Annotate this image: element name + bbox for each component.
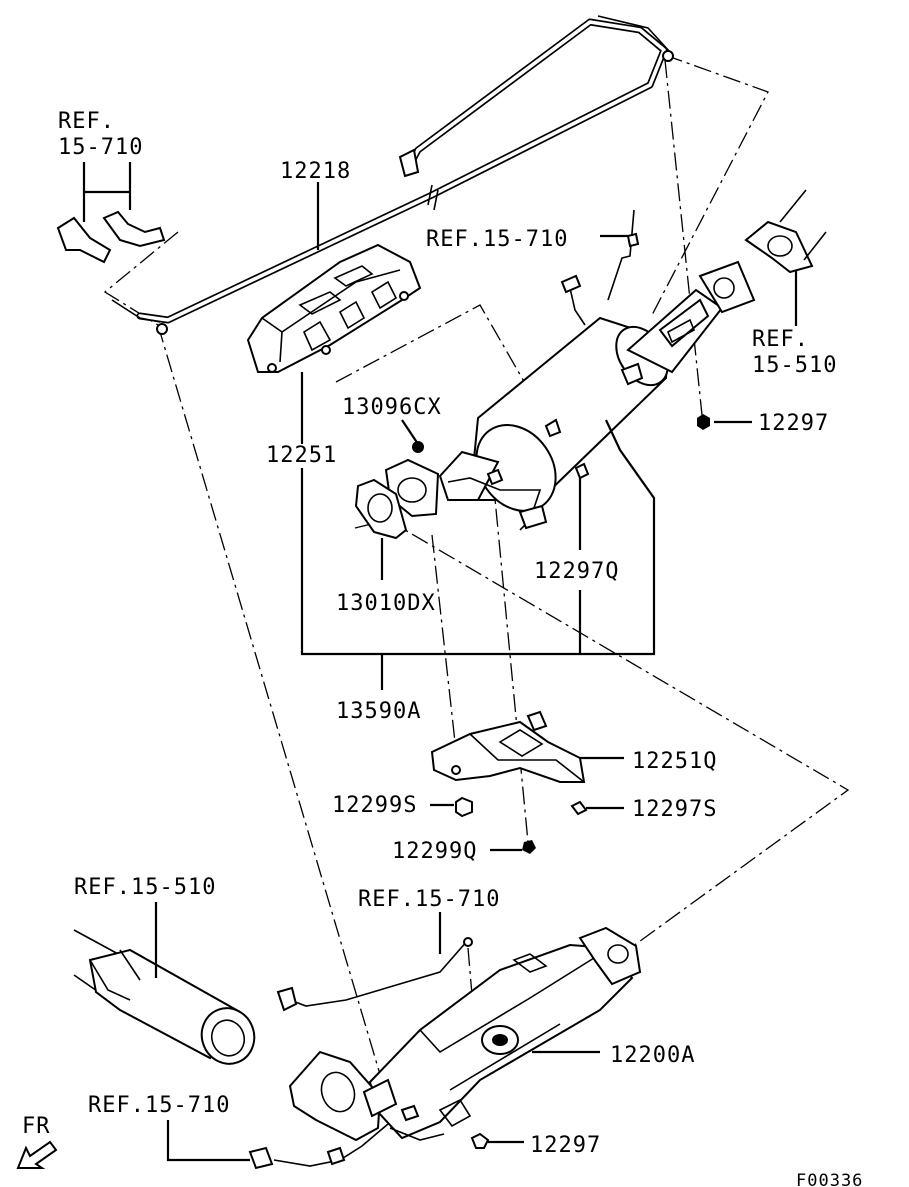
label-12200A: 12200A [610, 1043, 695, 1068]
ref-15-710-top-label: REF.15-710 [58, 109, 143, 160]
ref-15-710-top-line1: REF. [58, 109, 115, 134]
hose-fittings [56, 210, 166, 323]
leader-lines [82, 162, 798, 1162]
catalytic-converter-12200A [288, 926, 642, 1142]
front-direction-indicator: FR [16, 1114, 58, 1169]
label-12299S: 12299S [332, 793, 417, 818]
label-12297S: 12297S [632, 797, 717, 822]
heat-protector-12251Q [430, 710, 586, 783]
sensor-wire-mid [276, 937, 473, 1012]
heat-protector-12251 [246, 243, 422, 373]
ref-15-710-bottom-label: REF.15-710 [88, 1093, 230, 1118]
label-13590A: 13590A [336, 699, 421, 724]
hardware-cluster [455, 796, 588, 854]
label-13010DX: 13010DX [336, 591, 436, 616]
drawing-code: F00336 [796, 1171, 863, 1187]
label-12297-bottom: 12297 [530, 1133, 601, 1158]
label-12251: 12251 [266, 443, 337, 468]
ref-15-710-top-line2: 15-710 [58, 135, 143, 160]
gasket-13010DX [354, 478, 408, 540]
ref-15-510-left-label: REF.15-510 [74, 875, 216, 900]
ref-15-710-mid-label: REF.15-710 [358, 887, 500, 912]
nut-12297-top [697, 414, 710, 430]
guide-lines [103, 54, 850, 1126]
pipe-ref-15-510 [73, 929, 256, 1065]
label-12218: 12218 [280, 159, 351, 184]
ref-15-510-right-line2: 15-510 [752, 353, 837, 378]
pipe-assembly-12218 [136, 15, 674, 335]
flange-ref-15-510 [744, 189, 827, 274]
ref-15-510-right-label: REF.15-510 [752, 327, 837, 378]
filter-assembly-13590A [384, 209, 756, 531]
label-12297-top: 12297 [758, 411, 829, 436]
label-13096CX: 13096CX [342, 395, 442, 420]
sensor-wire-bottom [248, 1123, 389, 1170]
ref-15-510-right-line1: REF. [752, 327, 809, 352]
label-12251Q: 12251Q [632, 749, 717, 774]
label-12299Q: 12299Q [392, 839, 477, 864]
bolt-13096CX [412, 441, 424, 453]
part-labels: REF.15-710 12218 REF.15-710 REF.15-510 1… [58, 109, 863, 1187]
direction-label: FR [22, 1114, 51, 1139]
label-12297Q: 12297Q [534, 559, 619, 584]
nut-12297-bottom [470, 1132, 490, 1149]
ref-15-710-sensor-label: REF.15-710 [426, 227, 568, 252]
